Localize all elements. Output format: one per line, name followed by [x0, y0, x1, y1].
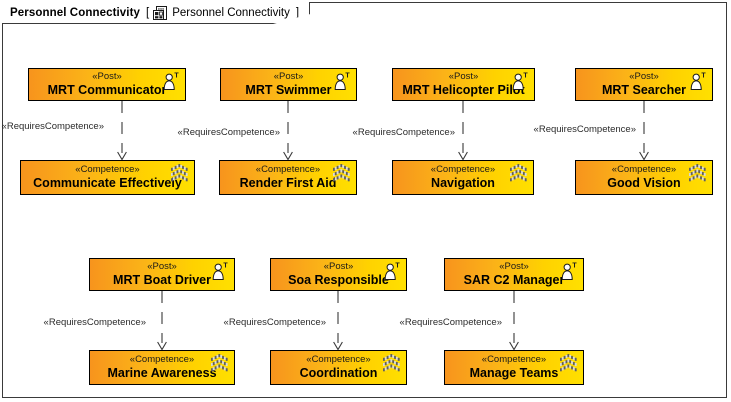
- node-stereotype: «Post»: [499, 261, 529, 272]
- node-name: MRT Boat Driver: [113, 273, 211, 287]
- node-stereotype: «Post»: [323, 261, 354, 272]
- post-actor-icon: T: [332, 72, 352, 92]
- node-c1[interactable]: «Competence»Communicate Effectively: [20, 160, 195, 195]
- node-name: MRT Helicopter Pilot: [402, 83, 525, 97]
- node-name: Navigation: [431, 176, 495, 190]
- node-c3[interactable]: «Competence»Navigation: [392, 160, 534, 195]
- node-name: Communicate Effectively: [33, 176, 182, 190]
- node-stereotype: «Post»: [629, 71, 659, 82]
- node-c6[interactable]: «Competence»Coordination: [270, 350, 407, 385]
- node-stereotype: «Competence»: [430, 164, 496, 175]
- connector-label: «RequiresCompetence»: [399, 317, 502, 328]
- svg-text:T: T: [572, 263, 577, 270]
- competence-chevron-icon: [509, 164, 529, 184]
- connector-label: «RequiresCompetence»: [43, 317, 146, 328]
- node-name: Render First Aid: [239, 176, 337, 190]
- svg-text:T: T: [223, 263, 228, 270]
- node-n5[interactable]: «Post»MRT Boat Driver T: [89, 258, 235, 291]
- node-c5[interactable]: «Competence»Marine Awareness: [89, 350, 235, 385]
- diagram-icon: RR: [153, 5, 168, 20]
- node-n3[interactable]: «Post»MRT Helicopter Pilot T: [392, 68, 535, 101]
- node-name: MRT Swimmer: [245, 83, 332, 97]
- node-n1[interactable]: «Post»MRT Communicator T: [28, 68, 186, 101]
- node-stereotype: «Post»: [448, 71, 479, 82]
- diagram-name: Personnel Connectivity: [172, 6, 290, 19]
- node-name: Soa Responsible: [288, 273, 389, 287]
- node-stereotype: «Competence»: [75, 164, 140, 175]
- diagram-title: Personnel Connectivity: [10, 6, 141, 19]
- node-name: SAR C2 Manager: [463, 273, 565, 287]
- diagram-title-tab[interactable]: Personnel Connectivity [ RR Personnel Co…: [2, 2, 311, 24]
- post-actor-icon: T: [210, 262, 230, 282]
- bracket-open: [: [146, 6, 150, 19]
- diagram-frame: [2, 2, 727, 398]
- node-name: Coordination: [299, 366, 378, 380]
- svg-text:T: T: [395, 263, 400, 270]
- node-n7[interactable]: «Post»SAR C2 Manager T: [444, 258, 584, 291]
- node-stereotype: «Post»: [92, 71, 122, 82]
- competence-chevron-icon: [559, 354, 579, 374]
- node-name: Good Vision: [607, 176, 681, 190]
- node-c2[interactable]: «Competence»Render First Aid: [219, 160, 357, 195]
- competence-chevron-icon: [688, 164, 708, 184]
- node-stereotype: «Competence»: [129, 354, 195, 365]
- connector-label: «RequiresCompetence»: [177, 127, 280, 138]
- node-stereotype: «Competence»: [255, 164, 321, 175]
- node-name: Manage Teams: [469, 366, 559, 380]
- node-stereotype: «Competence»: [481, 354, 547, 365]
- node-stereotype: «Post»: [273, 71, 304, 82]
- svg-text:RR: RR: [158, 7, 164, 12]
- svg-text:T: T: [523, 73, 528, 80]
- bracket-close: ]: [295, 6, 300, 19]
- node-name: MRT Communicator: [47, 83, 167, 97]
- connector-label: «RequiresCompetence»: [352, 127, 455, 138]
- svg-text:T: T: [345, 73, 350, 80]
- node-name: MRT Searcher: [601, 83, 687, 97]
- connector-label: «RequiresCompetence»: [533, 124, 636, 135]
- connector-label: «RequiresCompetence»: [223, 317, 326, 328]
- competence-chevron-icon: [382, 354, 402, 374]
- node-stereotype: «Competence»: [306, 354, 371, 365]
- node-name: Marine Awareness: [107, 366, 217, 380]
- node-c4[interactable]: «Competence»Good Vision: [575, 160, 713, 195]
- node-n4[interactable]: «Post»MRT Searcher T: [575, 68, 713, 101]
- node-stereotype: «Competence»: [611, 164, 677, 175]
- node-n2[interactable]: «Post»MRT Swimmer T: [220, 68, 357, 101]
- node-n6[interactable]: «Post»Soa Responsible T: [270, 258, 407, 291]
- connector-label: «RequiresCompetence»: [1, 121, 104, 132]
- node-c7[interactable]: «Competence»Manage Teams: [444, 350, 584, 385]
- svg-text:T: T: [174, 73, 179, 80]
- svg-text:T: T: [701, 73, 706, 80]
- post-actor-icon: T: [688, 72, 708, 92]
- node-stereotype: «Post»: [147, 261, 177, 272]
